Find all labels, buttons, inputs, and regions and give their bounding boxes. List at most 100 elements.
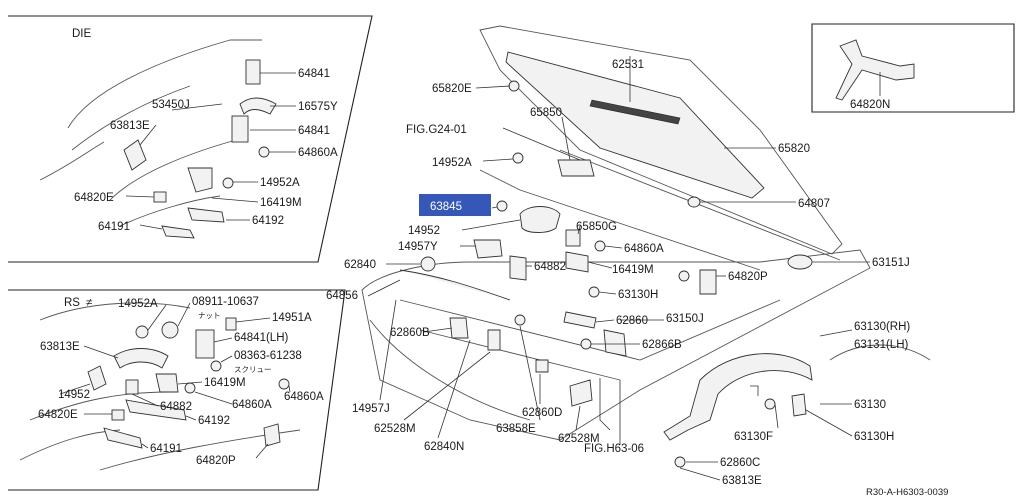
stay-63813e-die-shape <box>123 139 147 171</box>
label-64841-top: 64841 <box>298 68 330 80</box>
label-14957y: 14957Y <box>398 241 438 253</box>
nut-note: ナット <box>198 311 221 320</box>
label-65820: 65820 <box>778 143 810 155</box>
bracket-16419m-main-shape <box>565 251 589 273</box>
clip-62840-shape <box>420 256 436 272</box>
label-63813e-die: 63813E <box>110 120 150 132</box>
bracket-64820n-shape <box>835 39 915 101</box>
bracket-64841-top-shape <box>245 59 261 85</box>
clip-62528m-right-shape <box>569 379 593 407</box>
bracket-65850g-shape <box>565 229 581 247</box>
label-64807: 64807 <box>798 198 830 210</box>
label-62528m-left: 62528M <box>374 423 416 435</box>
label-62840: 62840 <box>344 259 376 271</box>
die-inset-title: DIE <box>72 28 92 40</box>
stay-14952-rs-shape <box>87 365 107 391</box>
highlight-box-63845[interactable] <box>419 194 491 216</box>
label-63130rh: 63130(RH) <box>854 321 910 333</box>
screw-08363-shape <box>210 360 222 372</box>
clip-62528m-left-shape <box>487 329 501 351</box>
label-64882-main: 64882 <box>534 261 566 273</box>
label-64860a-rs2: 64860A <box>284 391 324 403</box>
fender-liner-63130-shape <box>663 353 813 441</box>
rs-inset-mark: ≠ <box>86 297 92 309</box>
label-16419m-main: 16419M <box>612 264 654 276</box>
label-fig-h63: FIG.H63-06 <box>584 443 644 455</box>
screw-note: スクリュー <box>234 365 272 374</box>
label-63130f: 63130F <box>734 431 773 443</box>
bumper-64807-shape <box>687 196 701 208</box>
duct-14952-shape <box>519 206 561 233</box>
hood-outline <box>479 25 843 255</box>
label-62860b: 62860B <box>390 327 430 339</box>
bracket-63150j-shape <box>603 329 627 357</box>
clip-14952a-die-shape <box>222 177 234 189</box>
rs-inset: RS ≠ <box>8 289 346 491</box>
label-14952a-die: 14952A <box>260 177 300 189</box>
label-64820e-die: 64820E <box>74 192 114 204</box>
bracket-64841lh-shape <box>195 329 215 359</box>
bracket-14957y-shape <box>473 239 503 259</box>
label-16419m-die: 16419M <box>260 197 302 209</box>
label-62860d: 62860D <box>522 407 562 419</box>
label-62531: 62531 <box>612 59 644 71</box>
label-64820n: 64820N <box>850 99 890 111</box>
diagram-reference-code: R30-A-H6303-0039 <box>866 487 948 498</box>
cap-63151j-shape <box>787 254 813 270</box>
hood-seal-62531-shape <box>589 99 681 125</box>
label-64820p-rs: 64820P <box>196 455 236 467</box>
label-63130: 63130 <box>854 399 886 411</box>
label-64841-mid: 64841 <box>298 125 330 137</box>
label-63150j: 63150J <box>666 313 704 325</box>
label-64820p-main: 64820P <box>728 271 768 283</box>
bracket-64192-rs-shape <box>125 399 187 421</box>
label-14951a: 14951A <box>272 312 312 324</box>
clip-63858e-shape <box>514 314 526 326</box>
label-65850g: 65850G <box>576 221 617 233</box>
label-64191-rs: 64191 <box>150 443 182 455</box>
rs-inset-title: RS <box>64 297 80 309</box>
bracket-64191-die-shape <box>161 225 195 239</box>
clip-62860b-shape <box>449 317 469 339</box>
label-14952-rs: 14952 <box>58 389 90 401</box>
label-64856: 64856 <box>326 290 358 302</box>
bracket-64841-mid-shape <box>231 115 249 143</box>
clip-14952a-main-shape <box>512 152 524 164</box>
label-64191-die: 64191 <box>98 221 130 233</box>
label-64860a-die: 64860A <box>298 147 338 159</box>
clip-63130f-shape <box>764 398 776 410</box>
label-64192-die: 64192 <box>252 215 284 227</box>
label-62860c: 62860C <box>720 457 760 469</box>
label-64820e-rs: 64820E <box>38 409 78 421</box>
label-14952-main: 14952 <box>408 225 440 237</box>
label-fig-g24: FIG.G24-01 <box>406 124 467 136</box>
label-62860-top: 62860 <box>616 315 648 327</box>
clip-64882-rs-shape <box>125 379 139 395</box>
bracket-64191-rs-shape <box>103 427 143 449</box>
hose-16575y-shape <box>239 97 277 115</box>
label-63845-highlighted[interactable]: 63845 <box>430 201 462 213</box>
bracket-64820p-rs-shape <box>263 423 281 447</box>
label-16419m-rs: 16419M <box>204 377 246 389</box>
label-64860a-main: 64860A <box>624 243 664 255</box>
clip-14952a-rs-shape <box>135 325 149 339</box>
clip-62866b-shape <box>580 338 592 350</box>
label-14952a-rs: 14952A <box>118 298 158 310</box>
hose-63813e-rs-shape <box>113 348 169 369</box>
clip-63130h-bottom-shape <box>791 393 807 417</box>
clip-62860-top-shape <box>563 311 597 329</box>
label-63130h-bottom: 63130H <box>854 431 894 443</box>
bracket-16419m-rs-shape <box>155 373 179 393</box>
label-63813e-rs: 63813E <box>40 341 80 353</box>
rod-64856-shape <box>399 269 511 301</box>
clip-64820e-rs-shape <box>111 409 125 421</box>
bracket-65850-shape <box>557 159 595 177</box>
label-64841lh: 64841(LH) <box>234 332 289 344</box>
clip-65820e-shape <box>508 80 520 92</box>
part-14951a-shape <box>225 317 237 331</box>
label-62840n: 62840N <box>424 441 464 453</box>
clip-64860a-rs2-shape <box>278 378 290 390</box>
nut-08911-shape <box>161 321 179 339</box>
bolt-63130h-top-shape <box>588 286 600 298</box>
